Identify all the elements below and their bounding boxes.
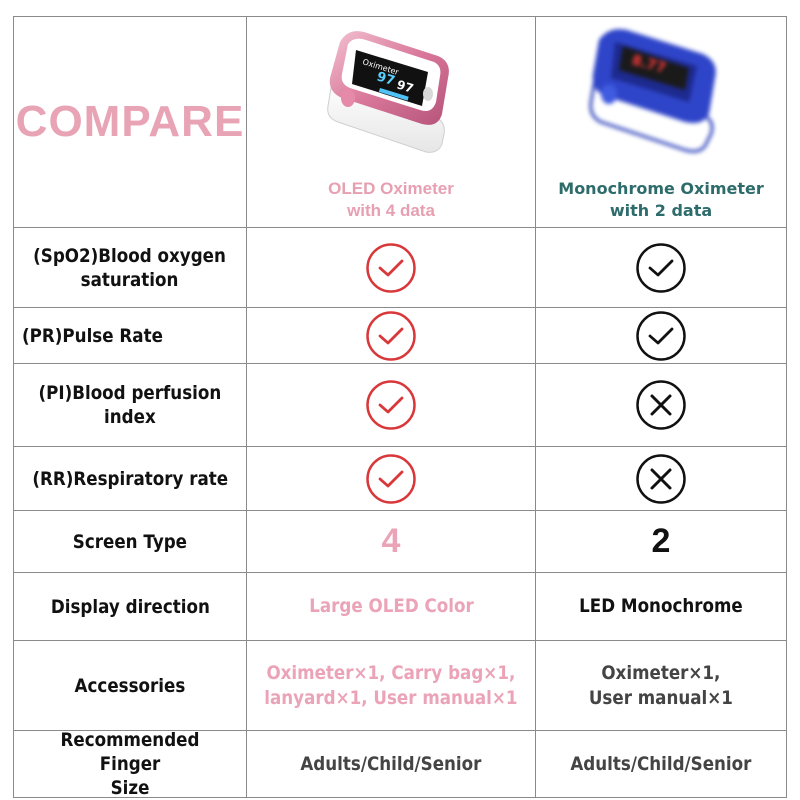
mono-cross-cell [536,364,786,446]
black-check-circle-icon [636,310,686,361]
oled-oximeter-image: Oximeter 97 97 [318,22,458,162]
feature-label-line: (RR)Respiratory rate [32,467,228,490]
row-divider [13,307,786,308]
feature-label-line: (PR)Pulse Rate [22,324,163,347]
mono-accessories-cell: Oximeter×1, User manual×1 [536,641,786,730]
red-check-circle-icon [366,242,416,293]
mono-finger-size-value: Adults/Child/Senior [570,752,752,775]
mono-accessories-line: User manual×1 [588,686,734,709]
feature-label-line: (SpO2)Blood oxygen [33,244,227,267]
product-a-line1: OLED Oximeter [328,179,454,198]
row-divider [13,227,786,228]
table-border-right [786,16,787,798]
product-a-line2: with 4 data [347,201,435,220]
column-divider [246,16,247,798]
row-divider [13,572,786,573]
oled-finger-size-value: Adults/Child/Senior [300,752,482,775]
oled-finger-size-cell: Adults/Child/Senior [247,731,535,797]
red-check-circle-icon [366,380,416,430]
accessories-label: Accessories [74,674,186,697]
table-border-bottom [13,797,786,798]
feature-label-cell: Screen Type [14,511,246,572]
oled-accessories-cell: Oximeter×1, Carry bag×1, lanyard×1, User… [247,641,535,730]
feature-label-cell: (PR)Pulse Rate [14,308,246,363]
row-divider [13,640,786,641]
oled-accessories-line: lanyard×1, User manual×1 [264,686,518,709]
monochrome-oximeter-image: 8.77 [585,18,725,158]
table-border-top [13,16,786,17]
feature-label-cell: Display direction [14,573,246,640]
screen-type-label: Screen Type [72,530,188,553]
oled-check-cell [247,308,535,363]
mono-check-cell [536,308,786,363]
oled-display-cell: Large OLED Color [247,573,535,640]
feature-label-line: Size [110,777,150,799]
oled-check-cell [247,228,535,307]
feature-label-line: Recommended Finger [60,729,200,775]
device-reading-2: 97 [395,77,415,95]
feature-label-cell: (PI)Blood perfusion index [14,364,246,446]
red-check-circle-icon [366,453,416,504]
mono-check-cell [536,228,786,307]
oled-check-cell [247,364,535,446]
column-divider [535,16,536,798]
row-divider [13,363,786,364]
feature-label-cell: (SpO2)Blood oxygen saturation [14,228,246,307]
table-border-left [13,16,14,798]
feature-label-cell: (RR)Respiratory rate [14,447,246,510]
mono-finger-size-cell: Adults/Child/Senior [536,731,786,797]
mono-display-cell: LED Monochrome [536,573,786,640]
black-cross-circle-icon [636,380,686,430]
mono-cross-cell [536,447,786,510]
row-divider [13,510,786,511]
row-divider [13,730,786,731]
product-a-title: OLED Oximeter with 4 data [247,175,535,225]
oled-screen-type-cell: 4 [247,511,535,572]
mono-display-value: LED Monochrome [579,595,743,617]
feature-label-cell: Recommended Finger Size [14,729,246,799]
compare-heading: COMPARE [15,97,245,146]
row-divider [13,446,786,447]
mono-screen-type-cell: 2 [536,511,786,572]
mono-accessories-line: Oximeter×1, [601,661,721,684]
product-b-line1: Monochrome Oximeter [558,179,764,198]
feature-label-cell: Accessories [14,641,246,730]
display-direction-label: Display direction [50,595,210,618]
black-cross-circle-icon [636,453,686,504]
oled-screen-type-value: 4 [381,522,401,560]
compare-cell: COMPARE [14,17,246,227]
red-check-circle-icon [366,310,416,361]
device-reading-1: 97 [375,69,397,89]
product-b-line2: with 2 data [609,201,713,220]
mono-screen-type-value: 2 [651,522,671,560]
feature-label-line: saturation [81,268,179,291]
oled-check-cell [247,447,535,510]
product-b-title: Monochrome Oximeter with 2 data [536,175,786,225]
feature-label-line: (PI)Blood perfusion [38,382,222,404]
feature-label-line: index [104,406,156,428]
oled-display-value: Large OLED Color [308,595,474,617]
oled-accessories-line: Oximeter×1, Carry bag×1, [266,661,516,684]
black-check-circle-icon [636,242,686,293]
